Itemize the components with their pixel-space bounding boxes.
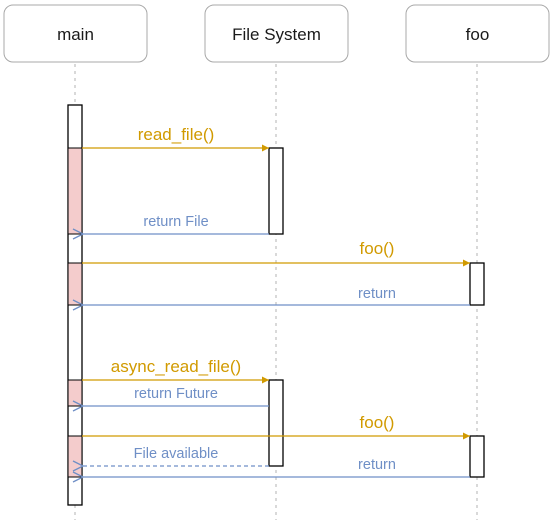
label-foo-return-1: return [358, 286, 396, 302]
participant-file-system: File System [204, 4, 349, 63]
file-system-activation-async [268, 379, 284, 467]
foo-activation-2 [469, 435, 485, 478]
main-blocked-foo-2 [68, 436, 82, 477]
label-read-file-call: read_file() [138, 125, 215, 144]
file-system-activation-read [268, 147, 284, 235]
participant-label-foo: foo [466, 25, 490, 44]
participant-label-file-system: File System [232, 25, 321, 44]
main-blocked-foo-1 [68, 263, 82, 305]
participant-main: main [3, 4, 148, 63]
main-blocked-async-read [68, 380, 82, 406]
main-blocked-read-file [68, 148, 82, 234]
participant-foo: foo [405, 4, 550, 63]
label-return-file: return File [143, 214, 208, 230]
label-async-read-file-call: async_read_file() [111, 357, 241, 376]
label-return-future: return Future [134, 386, 218, 402]
label-foo-call-2: foo() [360, 413, 395, 432]
foo-activation-1 [469, 262, 485, 306]
participant-label-main: main [57, 25, 94, 44]
label-file-available: File available [134, 446, 219, 462]
label-foo-call-1: foo() [360, 239, 395, 258]
label-foo-return-2: return [358, 457, 396, 473]
